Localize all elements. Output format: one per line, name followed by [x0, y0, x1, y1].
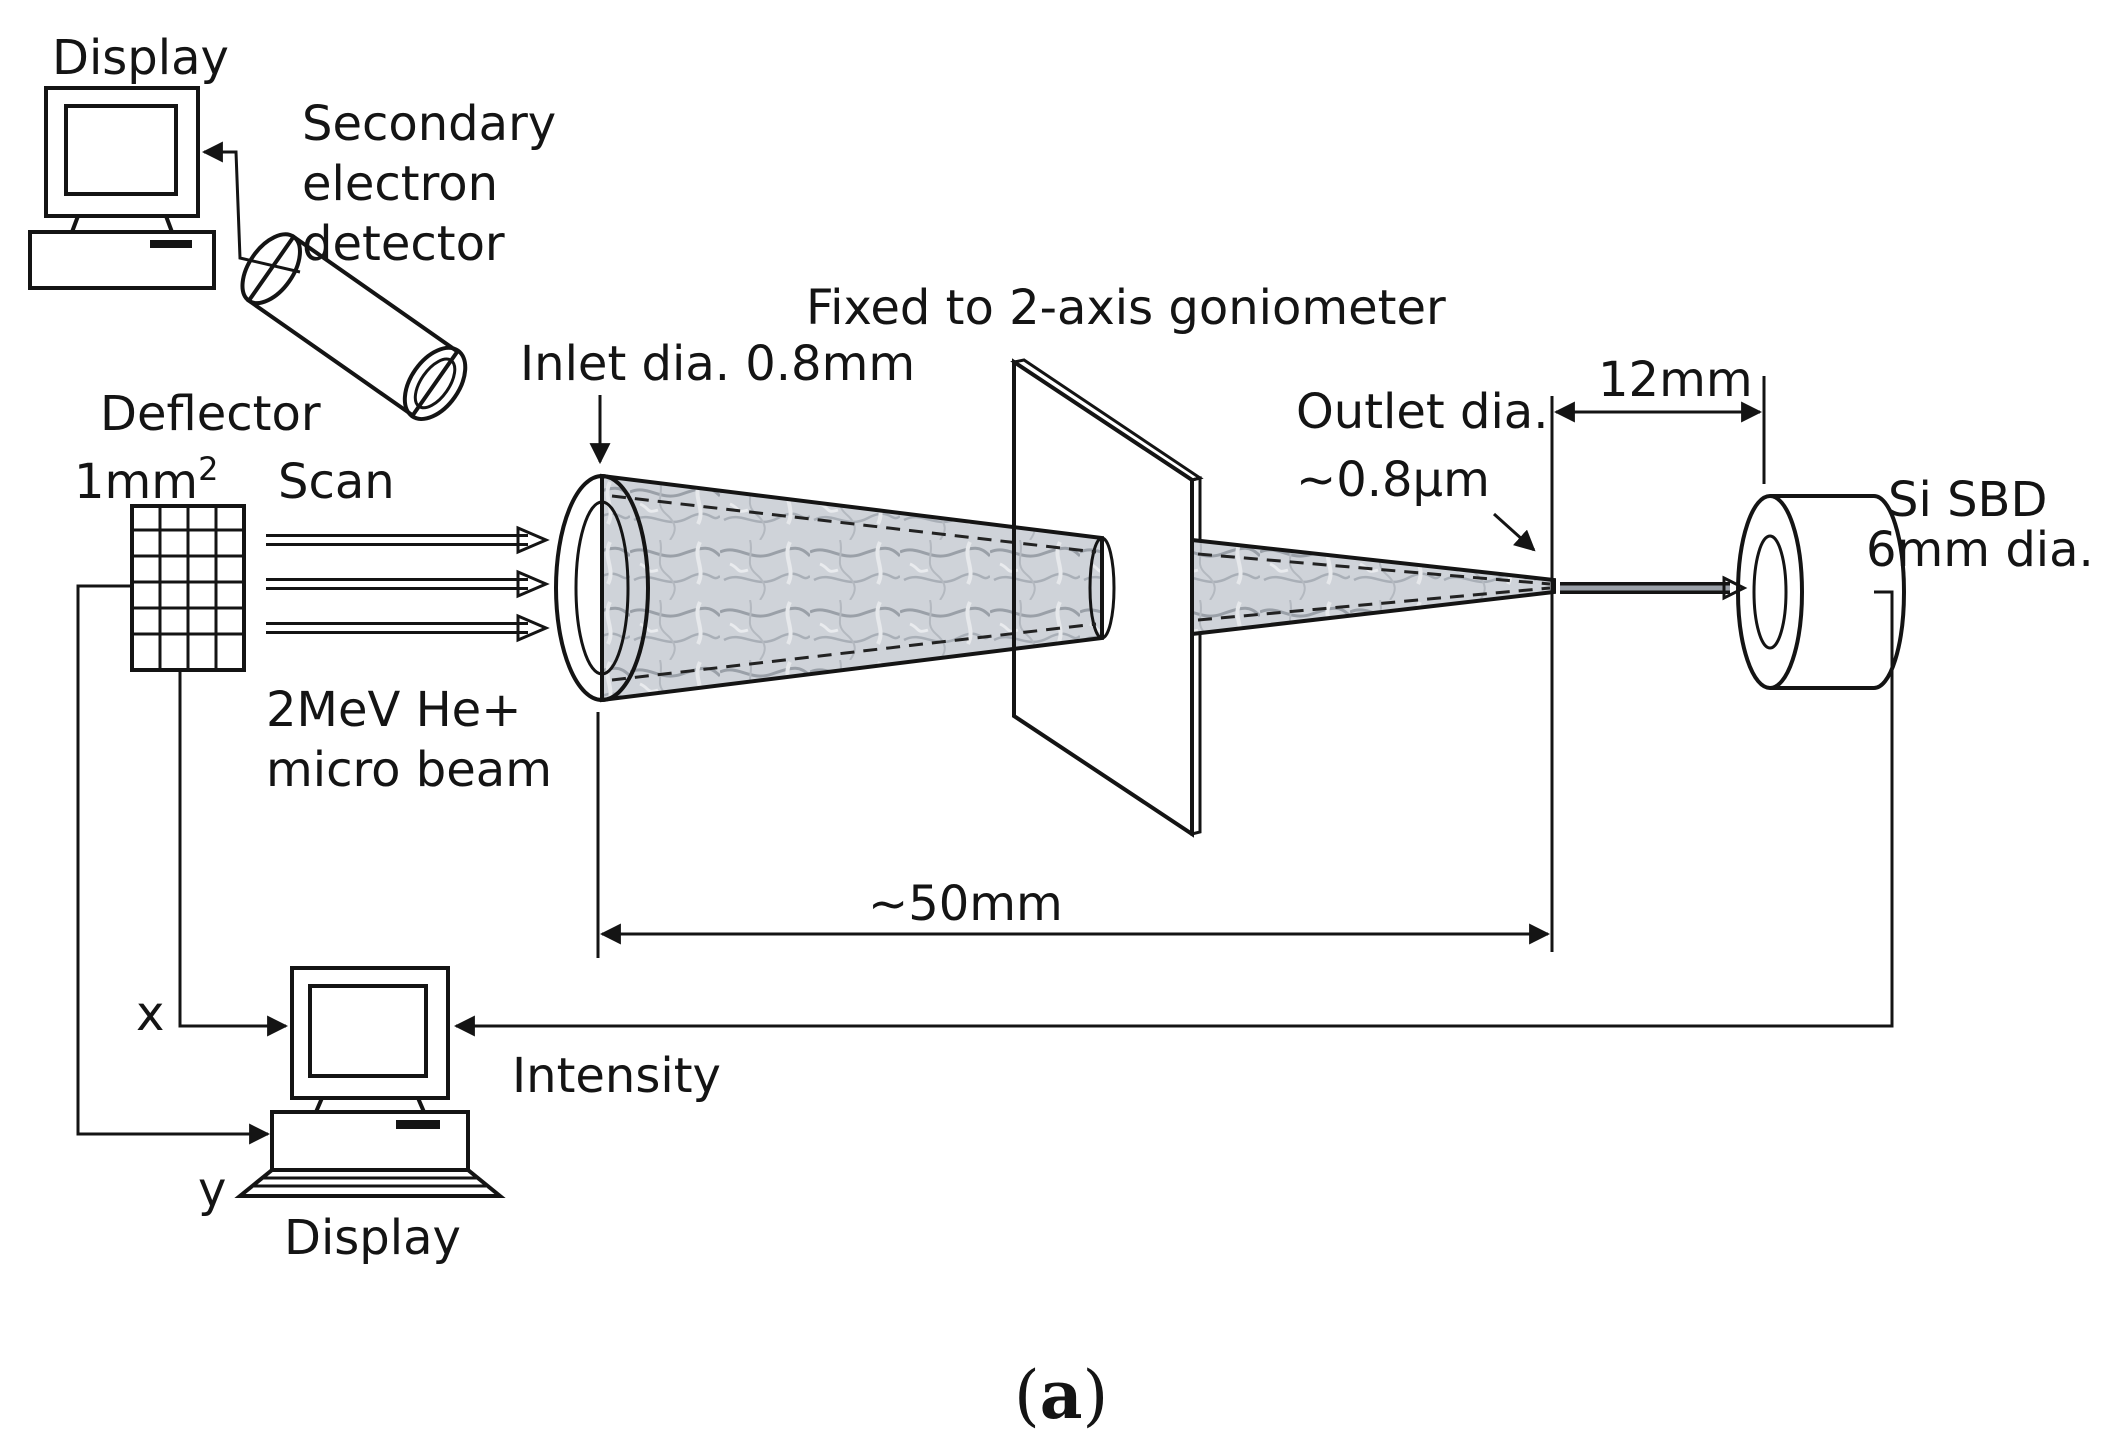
si-sbd-detector — [1736, 494, 1906, 690]
capillary-inlet — [554, 474, 650, 702]
deflector-label: Deflector — [100, 386, 321, 442]
caption-open-paren: ( — [1014, 1357, 1040, 1434]
computer-base-top — [28, 230, 216, 290]
distance-50-label: ~50mm — [868, 876, 1063, 932]
monitor-bottom — [290, 966, 450, 1100]
goniometer-plate — [1010, 358, 1204, 838]
deflector-size-exponent: 2 — [198, 450, 218, 488]
goniometer-label: Fixed to 2-axis goniometer — [806, 280, 1446, 336]
beam-arrows — [266, 525, 550, 643]
beam-label-2: micro beam — [266, 742, 552, 798]
outlet-label-1: Outlet dia. — [1296, 384, 1548, 440]
intensity-signal-line — [453, 590, 1894, 1037]
secondary-label-1: Secondary — [302, 96, 556, 152]
caption-close-paren: ) — [1083, 1357, 1109, 1434]
capillary-tip — [1190, 537, 1556, 637]
outlet-arrow — [1492, 512, 1536, 552]
display-computer-bottom — [234, 966, 506, 1198]
display-top-label: Display — [52, 30, 229, 86]
x-axis-label: x — [136, 986, 164, 1042]
intensity-label: Intensity — [512, 1048, 721, 1104]
y-signal-line — [76, 584, 271, 1145]
inlet-label: Inlet dia. 0.8mm — [520, 336, 915, 392]
keyboard — [234, 1168, 506, 1198]
secondary-label-2: electron — [302, 156, 498, 212]
display-bottom-label: Display — [284, 1210, 461, 1266]
secondary-electron-detector — [240, 232, 468, 421]
distance-12-label: 12mm — [1598, 352, 1753, 408]
monitor-top — [44, 86, 200, 218]
detector-label-1: Si SBD — [1888, 472, 2047, 528]
detector-label-2: 6mm dia. — [1866, 522, 2094, 578]
x-signal-line — [178, 670, 289, 1037]
deflector-size-value: 1mm — [74, 454, 198, 510]
monitor-screen-bottom — [308, 984, 428, 1078]
secondary-label-3: detector — [302, 216, 505, 272]
figure-caption: (a) — [1014, 1356, 1108, 1434]
monitor-screen-top — [64, 104, 178, 196]
outlet-label-2: ~0.8μm — [1296, 452, 1490, 508]
detector-to-display-connector — [201, 141, 301, 274]
beam-label-1: 2MeV He+ — [266, 682, 521, 738]
deflector-size-label: 1mm2 — [74, 450, 218, 510]
deflector-grid — [130, 504, 246, 672]
scan-label: Scan — [278, 454, 395, 510]
capillary-body — [554, 473, 1116, 703]
caption-letter: a — [1040, 1356, 1083, 1434]
display-computer-top — [28, 86, 216, 290]
y-axis-label: y — [198, 1162, 226, 1218]
